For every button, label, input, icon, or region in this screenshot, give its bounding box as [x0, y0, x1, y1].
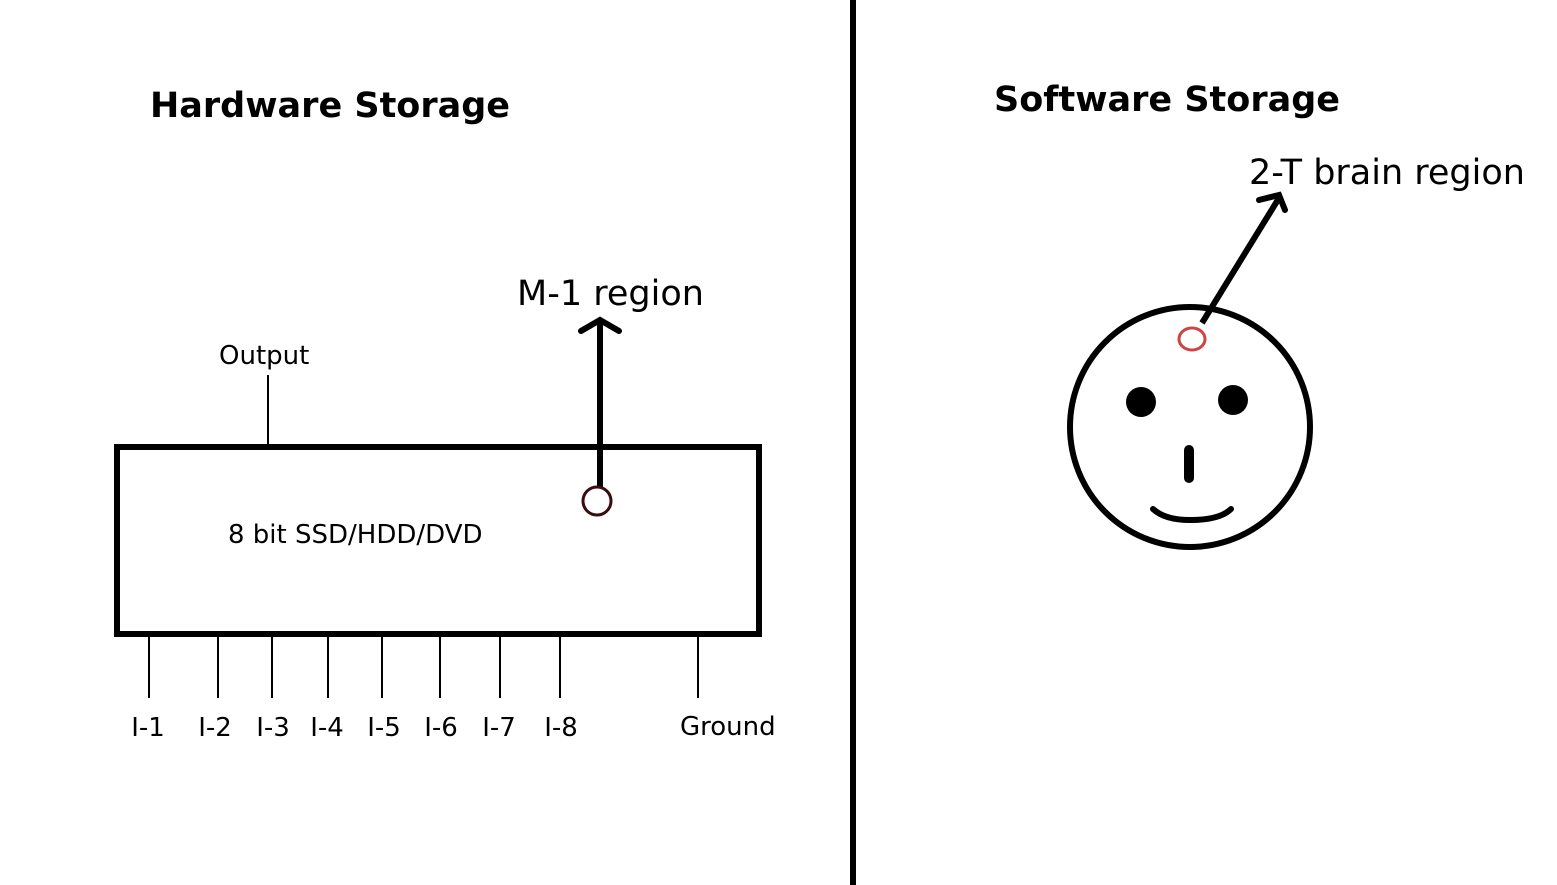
- pin-label: I-6: [424, 713, 458, 743]
- pin-label: I-2: [198, 713, 232, 743]
- input-pins: I-1 I-2 I-3 I-4 I-5 I-6 I-7 I-8: [131, 634, 578, 743]
- mouth: [1150, 506, 1234, 524]
- m1-region-label: M-1 region: [517, 274, 704, 314]
- pin-label: I-7: [482, 713, 516, 743]
- ground-label: Ground: [680, 712, 776, 742]
- hardware-title: Hardware Storage: [150, 86, 510, 126]
- m1-region-marker: [581, 485, 613, 517]
- output-label: Output: [219, 341, 309, 371]
- pin-label: I-3: [256, 713, 290, 743]
- right-eye: [1218, 385, 1248, 415]
- brain-region-label: 2-T brain region: [1249, 153, 1525, 193]
- pin-label: I-5: [367, 713, 401, 743]
- brain-region-marker: [1177, 326, 1207, 352]
- brain-arrow-head: [1256, 191, 1288, 213]
- pin-label: I-1: [131, 713, 165, 743]
- head-outline: [1067, 304, 1313, 550]
- pin-label: I-4: [310, 713, 344, 743]
- m1-arrow-head: [578, 316, 622, 334]
- software-title: Software Storage: [994, 80, 1340, 120]
- chip-label: 8 bit SSD/HDD/DVD: [228, 520, 483, 550]
- pin-label: I-8: [544, 713, 578, 743]
- brain-arrow-shaft: [1199, 196, 1282, 325]
- chip-box: [114, 444, 762, 637]
- left-eye: [1126, 387, 1156, 417]
